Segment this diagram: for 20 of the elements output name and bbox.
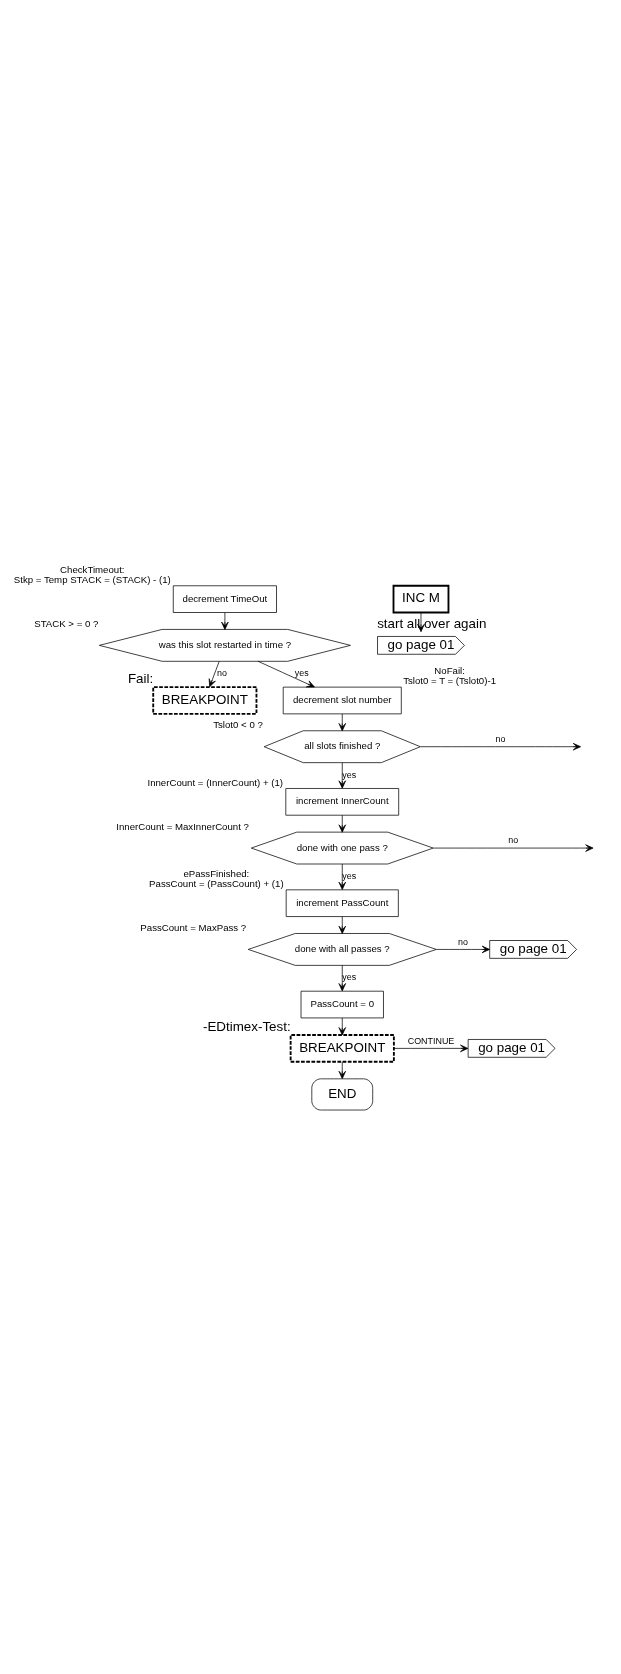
node-label: ePassFinished: [183, 867, 250, 879]
edge-label: CONTINUE [407, 1035, 455, 1046]
node-label: Tslot0 = T = (Tslot0)-1 [403, 674, 497, 686]
node-label: NoFail: [434, 664, 465, 676]
edge-label: yes [294, 667, 309, 678]
edge-label: no [508, 834, 519, 845]
node-label: Fail: [127, 670, 154, 686]
edge-label: no [458, 936, 468, 947]
edge-label: no [495, 733, 506, 744]
node-label: InnerCount = (InnerCount) + (1) [147, 776, 284, 788]
node-label: PassCount = (PassCount) + (1) [149, 877, 284, 889]
edge-label: no [216, 667, 227, 678]
node-label: CheckTimeout: [60, 563, 125, 575]
node-label: InnerCount = MaxInnerCount ? [116, 820, 249, 832]
node-label: start all over again [377, 615, 487, 631]
node-label: PassCount = MaxPass ? [140, 921, 247, 933]
node-label: -EDtimex-Test: [203, 1018, 291, 1034]
node-label: Tslot0 < 0 ? [213, 718, 263, 730]
node-label: STACK > = 0 ? [34, 617, 99, 629]
node-label: Stkp = Temp STACK = (STACK) - (1) [13, 573, 171, 585]
